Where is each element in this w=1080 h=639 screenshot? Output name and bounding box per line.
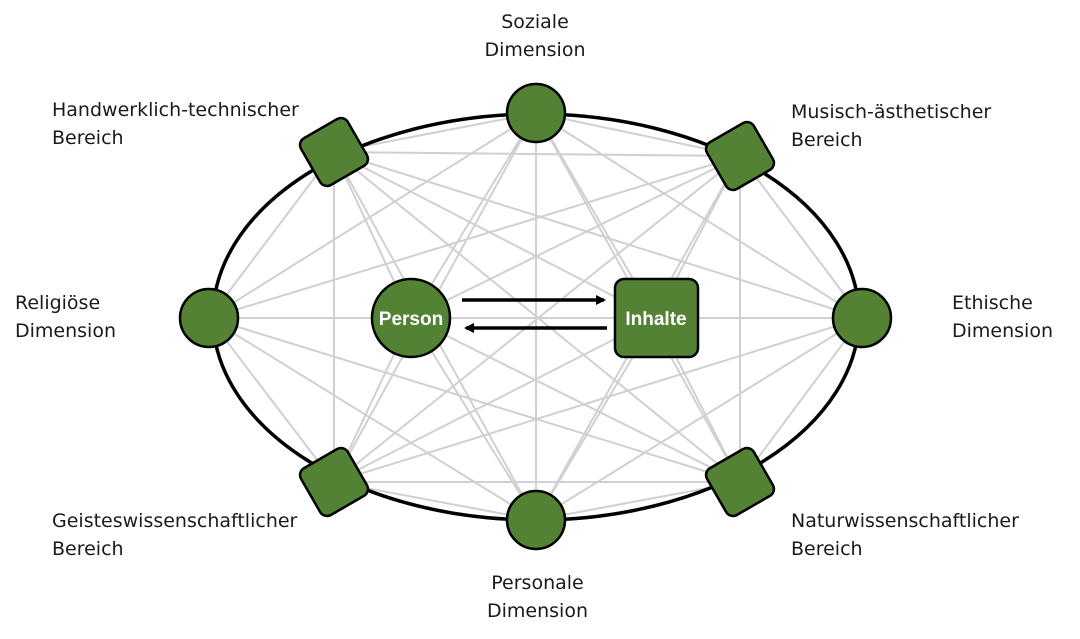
connection-line: [410, 155, 741, 319]
node-handwerklich: [298, 116, 370, 188]
node-religioese: [178, 287, 240, 349]
label-geisteswissenschaftlicher-bereich: Geisteswissenschaftlicher Bereich: [52, 510, 298, 560]
inhalte-node: [613, 277, 700, 359]
connection-line: [208, 317, 741, 483]
dimension-nodes: [178, 82, 893, 551]
connection-line: [535, 112, 863, 319]
node-musisch: [704, 120, 776, 192]
node-natur: [704, 446, 776, 518]
node-geistes: [298, 446, 370, 518]
connection-line: [535, 317, 863, 521]
person-label: Person: [379, 309, 443, 330]
connection-line: [208, 317, 537, 521]
connection-line: [208, 155, 741, 319]
connection-line: [333, 151, 863, 319]
connection-line: [333, 317, 863, 483]
label-musisch-aesthetischer-bereich: Musisch-ästhetischer Bereich: [791, 101, 992, 151]
connection-line: [739, 317, 863, 483]
label-naturwissenschaftlicher-bereich: Naturwissenschaftlicher Bereich: [791, 510, 1019, 560]
person-node: [370, 277, 452, 359]
connection-line: [410, 317, 741, 483]
connection-line: [208, 317, 335, 483]
node-ethische: [831, 287, 893, 349]
node-personale: [505, 489, 567, 551]
connection-line: [208, 151, 335, 319]
connection-line: [333, 317, 657, 483]
connection-line: [739, 155, 863, 319]
node-soziale: [505, 82, 567, 144]
label-ethische-dimension: Ethische Dimension: [952, 292, 1053, 342]
connection-line: [208, 112, 537, 319]
label-religioese-dimension: Religiöse Dimension: [15, 292, 116, 342]
label-soziale-dimension: Soziale Dimension: [484, 11, 586, 61]
inhalte-label: Inhalte: [625, 309, 686, 330]
connection-line: [333, 151, 741, 157]
connection-line: [333, 151, 657, 319]
label-handwerklich-technischer-bereich: Handwerklich-technischer Bereich: [52, 99, 299, 149]
label-personale-dimension: Personale Dimension: [487, 572, 588, 622]
